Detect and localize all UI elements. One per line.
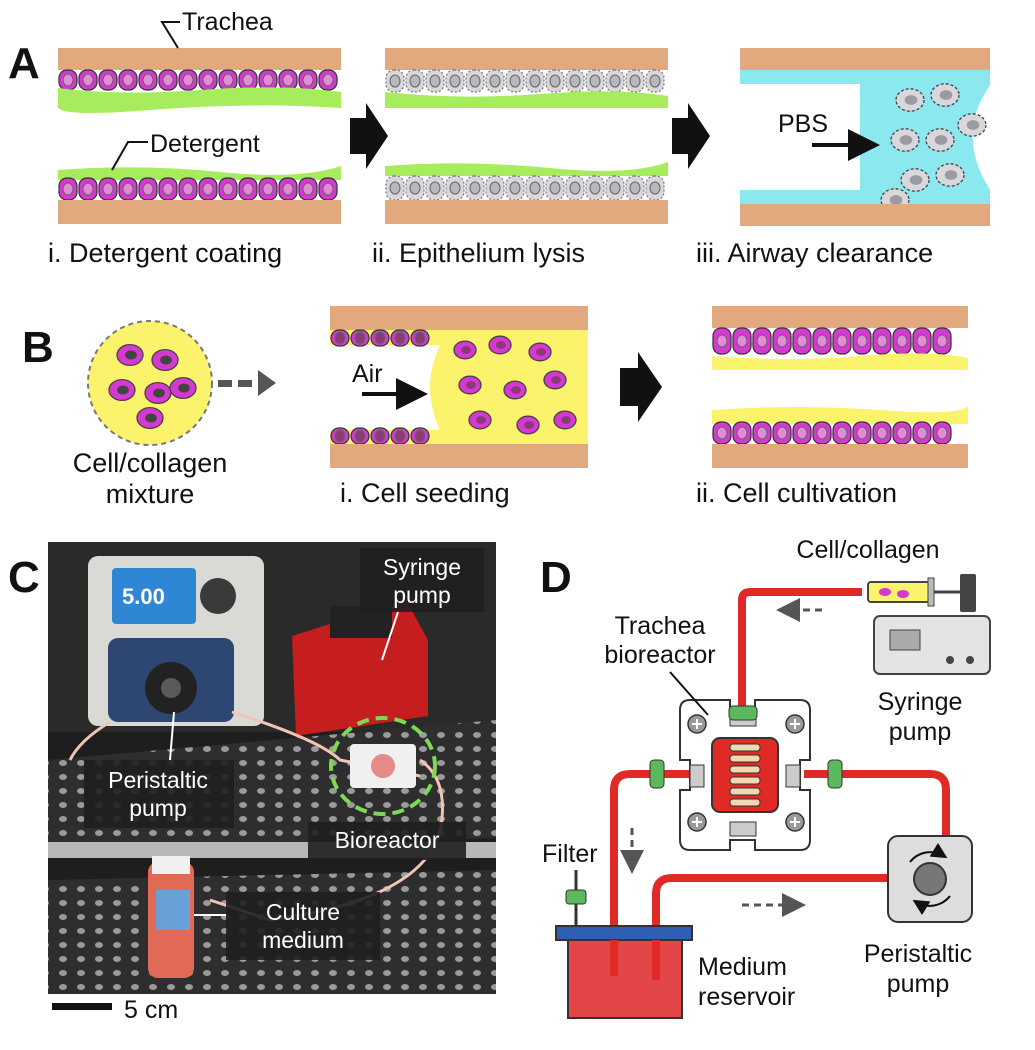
caption-epithelium-lysis: ii. Epithelium lysis [372, 238, 585, 268]
arrow-a2 [672, 103, 710, 169]
syringe-pump-schematic [873, 615, 991, 675]
filter-label: Filter [542, 840, 598, 868]
bioreactor-pointer [669, 671, 709, 716]
panel-a-detergent-coating [57, 48, 341, 224]
cell-row [58, 69, 338, 91]
syringe-pump-label-line1: Syringe [878, 688, 963, 716]
pump-keypad [200, 578, 236, 614]
panel-label-b: B [22, 323, 54, 372]
syringe-pump-device [292, 600, 428, 736]
lysed-cell-row [385, 69, 665, 93]
medium-reservoir-label-line1: Medium [698, 953, 787, 981]
trachea-bioreactor-schematic [649, 699, 843, 851]
pump-display [112, 568, 196, 624]
bioreactor-highlight [329, 716, 437, 816]
syringe [867, 574, 976, 612]
arrow-a1 [350, 103, 388, 169]
pbs-label: PBS [778, 110, 828, 138]
tubing [610, 588, 950, 975]
photo-culture-medium-line2: medium [262, 927, 344, 953]
peristaltic-pump-label-line2: pump [887, 970, 950, 998]
trachea-bioreactor-label-line1: Trachea [615, 612, 706, 640]
medium-reservoir-schematic [555, 925, 693, 1019]
panel-label-c: C [8, 553, 40, 602]
cell-collagen-label: Cell/collagen [796, 536, 939, 564]
panel-a-airway-clearance [740, 48, 990, 226]
panel-a-epithelium-lysis [385, 48, 668, 224]
mixture-label-line2: mixture [106, 479, 195, 509]
pump-display-value: 5.00 [122, 584, 165, 609]
trachea-bioreactor-label-line2: bioreactor [604, 641, 715, 669]
scale-bar-label: 5 cm [124, 996, 178, 1024]
caption-cell-cultivation: ii. Cell cultivation [696, 478, 897, 508]
trachea-pointer [160, 21, 180, 49]
photo-syringe-pump-line1: Syringe [383, 554, 461, 580]
mixture-label-line1: Cell/collagen [73, 448, 228, 478]
caption-cell-seeding: i. Cell seeding [340, 478, 510, 508]
peristaltic-pump-label-line1: Peristaltic [864, 940, 972, 968]
detergent-pointer [111, 141, 148, 171]
photo-peristaltic-pump-line2: pump [129, 795, 187, 821]
cell-collagen-mixture [87, 320, 213, 446]
panel-b-cell-seeding [330, 306, 588, 468]
medium-reservoir-label-line2: reservoir [698, 983, 795, 1011]
trachea-label: Trachea [182, 8, 273, 36]
dashed-arrow-b [218, 370, 276, 396]
panel-label-d: D [540, 553, 572, 602]
detergent-label: Detergent [150, 130, 260, 158]
peristaltic-pump-schematic [887, 835, 973, 923]
photo-syringe-pump-line2: pump [393, 582, 451, 608]
cell-row [58, 177, 338, 201]
caption-detergent-coating: i. Detergent coating [48, 238, 282, 268]
air-label: Air [352, 360, 383, 388]
photo-bioreactor-label: Bioreactor [335, 827, 440, 853]
panel-label-a: A [8, 39, 40, 88]
lysed-cell-row [385, 175, 665, 201]
caption-airway-clearance: iii. Airway clearance [696, 238, 933, 268]
scale-bar [52, 1003, 112, 1010]
syringe-pump-label-line2: pump [889, 718, 952, 746]
arrow-b [620, 352, 662, 422]
photo-culture-medium-line1: Culture [266, 899, 340, 925]
photo-peristaltic-pump-line1: Peristaltic [108, 767, 208, 793]
filter-schematic [565, 870, 587, 926]
panel-b-cell-cultivation [712, 306, 968, 468]
